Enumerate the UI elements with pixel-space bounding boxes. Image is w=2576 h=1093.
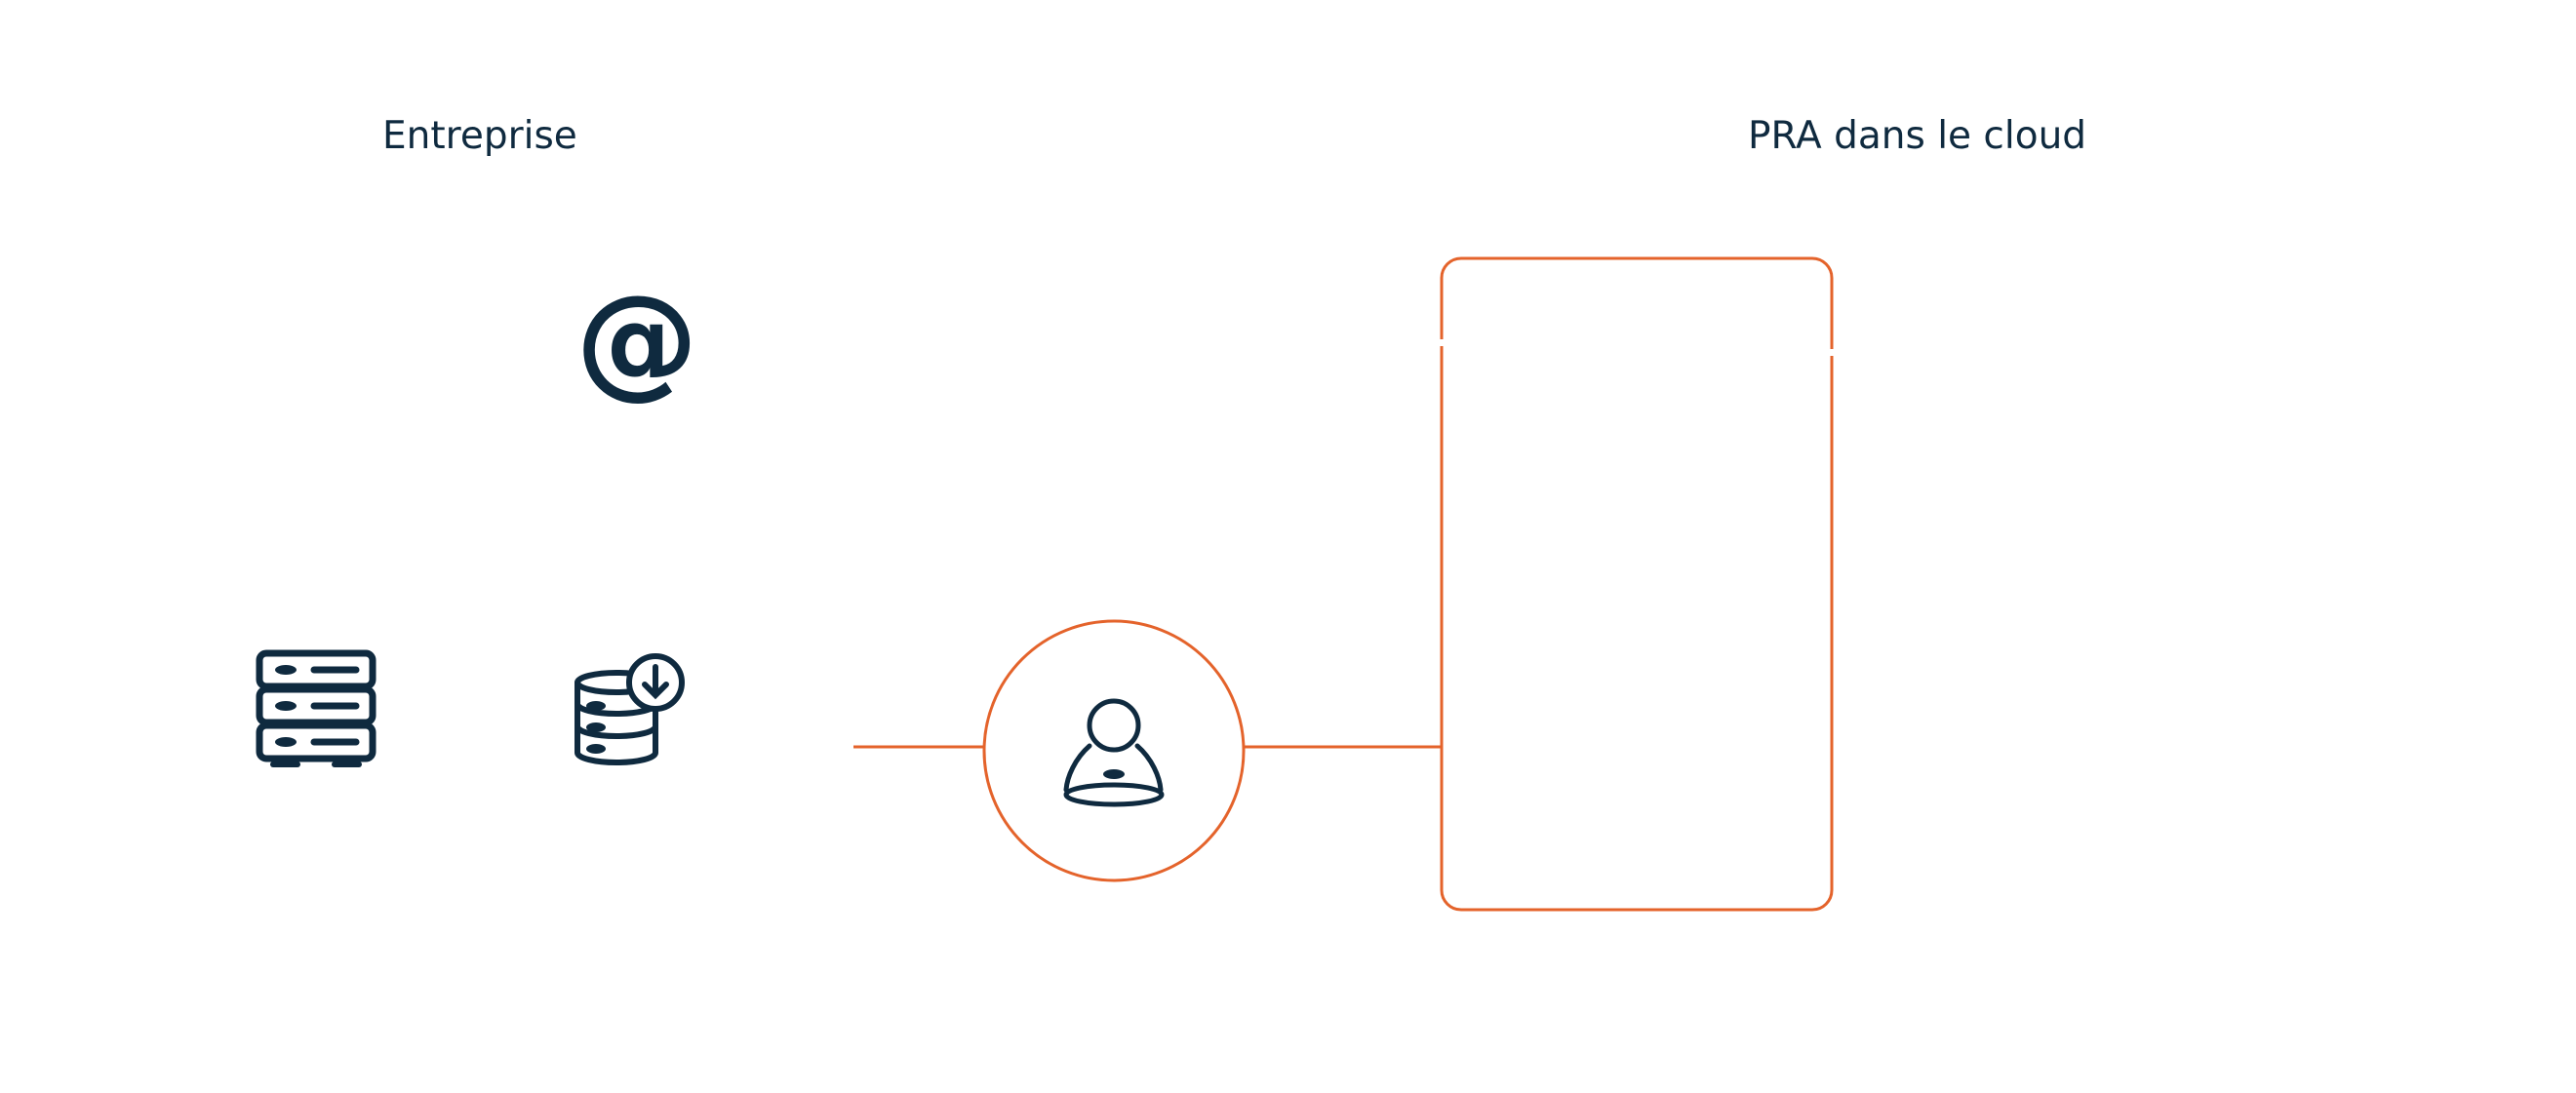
container-notch-right xyxy=(1828,349,1836,356)
heading-pra-cloud: PRA dans le cloud xyxy=(1748,114,2086,158)
server-stack-icon xyxy=(256,649,376,767)
cloud-pra-container xyxy=(1440,256,1834,912)
database-download-icon xyxy=(575,653,685,765)
user-node-circle xyxy=(982,619,1246,882)
user-icon xyxy=(1063,698,1165,807)
container-notch-left xyxy=(1438,339,1446,346)
at-sign-icon: @ xyxy=(575,268,698,411)
heading-entreprise: Entreprise xyxy=(382,114,577,158)
